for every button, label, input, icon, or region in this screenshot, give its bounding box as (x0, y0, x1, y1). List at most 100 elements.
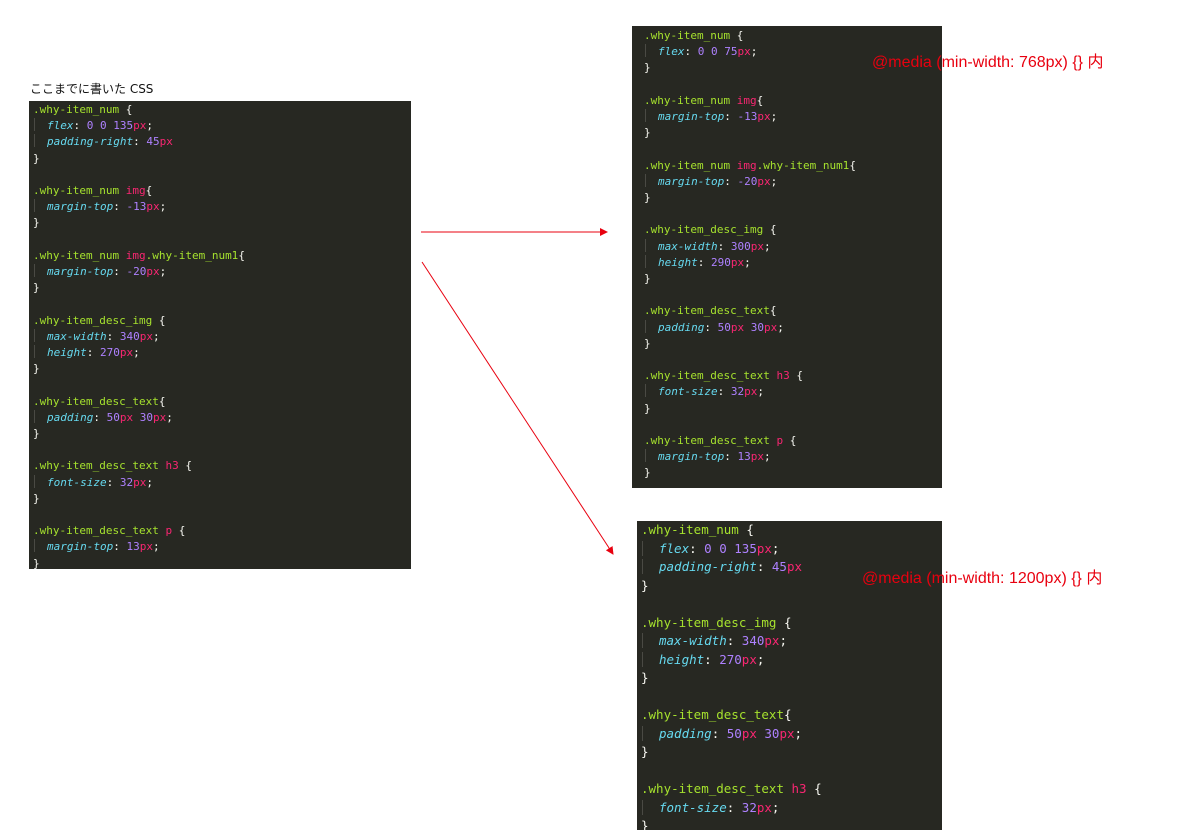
code-token: h3 (165, 459, 179, 473)
code-token: margin-top (47, 540, 114, 554)
code-token: } (33, 281, 40, 295)
code-token: ; (763, 450, 771, 464)
annotation-media-1200: @media (min-width: 1200px) {} 内 (862, 570, 1103, 587)
code-token: .why-item_desc_img (33, 313, 153, 327)
code-line: .why-item_num img.why-item_num1{ (33, 248, 411, 264)
indent-guide (642, 633, 659, 648)
code-line: max-width: 340px; (33, 328, 411, 345)
code-line: } (641, 577, 942, 596)
code-token: ; (756, 651, 765, 667)
code-line: margin-top: -13px; (644, 109, 942, 125)
code-token: px (133, 119, 147, 133)
code-line: } (33, 215, 411, 231)
indent-guide (34, 328, 47, 342)
code-token: px (119, 410, 134, 424)
code-token: 300 (730, 239, 751, 253)
code-panel-original: .why-item_num {flex: 0 0 135px;padding-r… (29, 101, 411, 569)
code-token: } (644, 191, 651, 205)
code-token: : (106, 475, 120, 489)
code-line: .why-item_desc_text h3 { (644, 368, 942, 384)
code-line: height: 270px; (641, 651, 942, 670)
code-token: : (704, 651, 720, 667)
code-token: 270 (719, 651, 742, 667)
code-token: .why-item_num (33, 248, 126, 262)
code-line: padding: 50px 30px; (33, 409, 411, 426)
code-token: font-size (658, 385, 718, 399)
code-token: : (73, 119, 87, 133)
code-panel-media-768: .why-item_num {flex: 0 0 75px;} .why-ite… (632, 26, 942, 488)
code-line: max-width: 340px; (641, 632, 942, 651)
code-token: ; (794, 725, 803, 741)
code-token: { (849, 158, 856, 172)
code-token: } (641, 577, 649, 593)
code-token: p (165, 524, 173, 538)
indent-guide (642, 799, 659, 815)
code-token: img (125, 248, 146, 262)
code-line: } (641, 817, 942, 830)
code-token: { (145, 184, 153, 198)
code-token: px (159, 135, 173, 149)
code-line: height: 270px; (33, 345, 411, 361)
indent-guide (645, 109, 658, 123)
code-token: } (33, 491, 40, 505)
arrow-to-media-1200 (421, 261, 614, 555)
code-token: } (644, 336, 651, 350)
code-token: px (763, 320, 778, 334)
code-token: .why-item_num1 (756, 158, 850, 172)
code-token: max-width (658, 239, 718, 253)
indent-guide (34, 199, 47, 213)
code-token: } (33, 427, 40, 441)
code-line: } (33, 361, 411, 377)
code-token: } (641, 818, 649, 830)
code-token: .why-item_desc_text (644, 369, 777, 383)
code-token: px (750, 450, 764, 464)
code-line: padding-right: 45px (33, 134, 411, 150)
code-token: -13 (126, 200, 147, 214)
code-token: ; (133, 346, 140, 360)
code-token: : (689, 540, 705, 556)
indent-guide (645, 173, 658, 187)
code-token: 340 (119, 329, 140, 343)
code-line: } (644, 401, 942, 417)
code-token: margin-top (658, 174, 725, 188)
code-token: .why-item_desc_img (644, 223, 764, 237)
code-token: : (113, 265, 127, 279)
code-token: ; (757, 385, 764, 399)
code-token: { (158, 394, 166, 408)
code-token: padding-right (659, 559, 757, 574)
code-token: : (113, 540, 127, 554)
code-line: .why-item_desc_text p { (33, 523, 411, 539)
indent-guide (645, 238, 658, 252)
code-token: 30 (139, 410, 153, 424)
code-token: padding (47, 410, 94, 424)
indent-guide (34, 264, 47, 278)
code-line: padding-right: 45px (641, 558, 942, 577)
code-line: .why-item_desc_img { (641, 614, 942, 633)
code-token: 45 (146, 135, 160, 149)
code-token: px (152, 410, 167, 424)
code-token: { (172, 524, 186, 538)
code-token: { (776, 614, 792, 630)
code-token: { (119, 103, 133, 116)
code-token: px (741, 651, 757, 667)
code-line: margin-top: 13px; (33, 539, 411, 555)
code-token: margin-top (47, 265, 114, 279)
code-token: ; (750, 45, 758, 59)
code-token: : (113, 200, 127, 214)
code-token: 50 (717, 320, 731, 334)
code-token: : (704, 320, 718, 334)
code-token: px (730, 320, 745, 334)
code-token: : (717, 239, 731, 253)
code-token: { (784, 707, 792, 722)
code-line: height: 290px; (644, 254, 942, 271)
code-token: px (779, 725, 795, 741)
code-line: } (33, 556, 411, 569)
code-token: -20 (126, 265, 147, 279)
code-line: font-size: 32px; (641, 799, 942, 818)
code-token: height (658, 255, 698, 269)
code-line: max-width: 300px; (644, 238, 942, 255)
code-line: .why-item_desc_text p { (644, 433, 942, 449)
code-token: 340 (741, 633, 765, 648)
code-token: px (756, 540, 772, 556)
code-token: : (684, 45, 698, 59)
